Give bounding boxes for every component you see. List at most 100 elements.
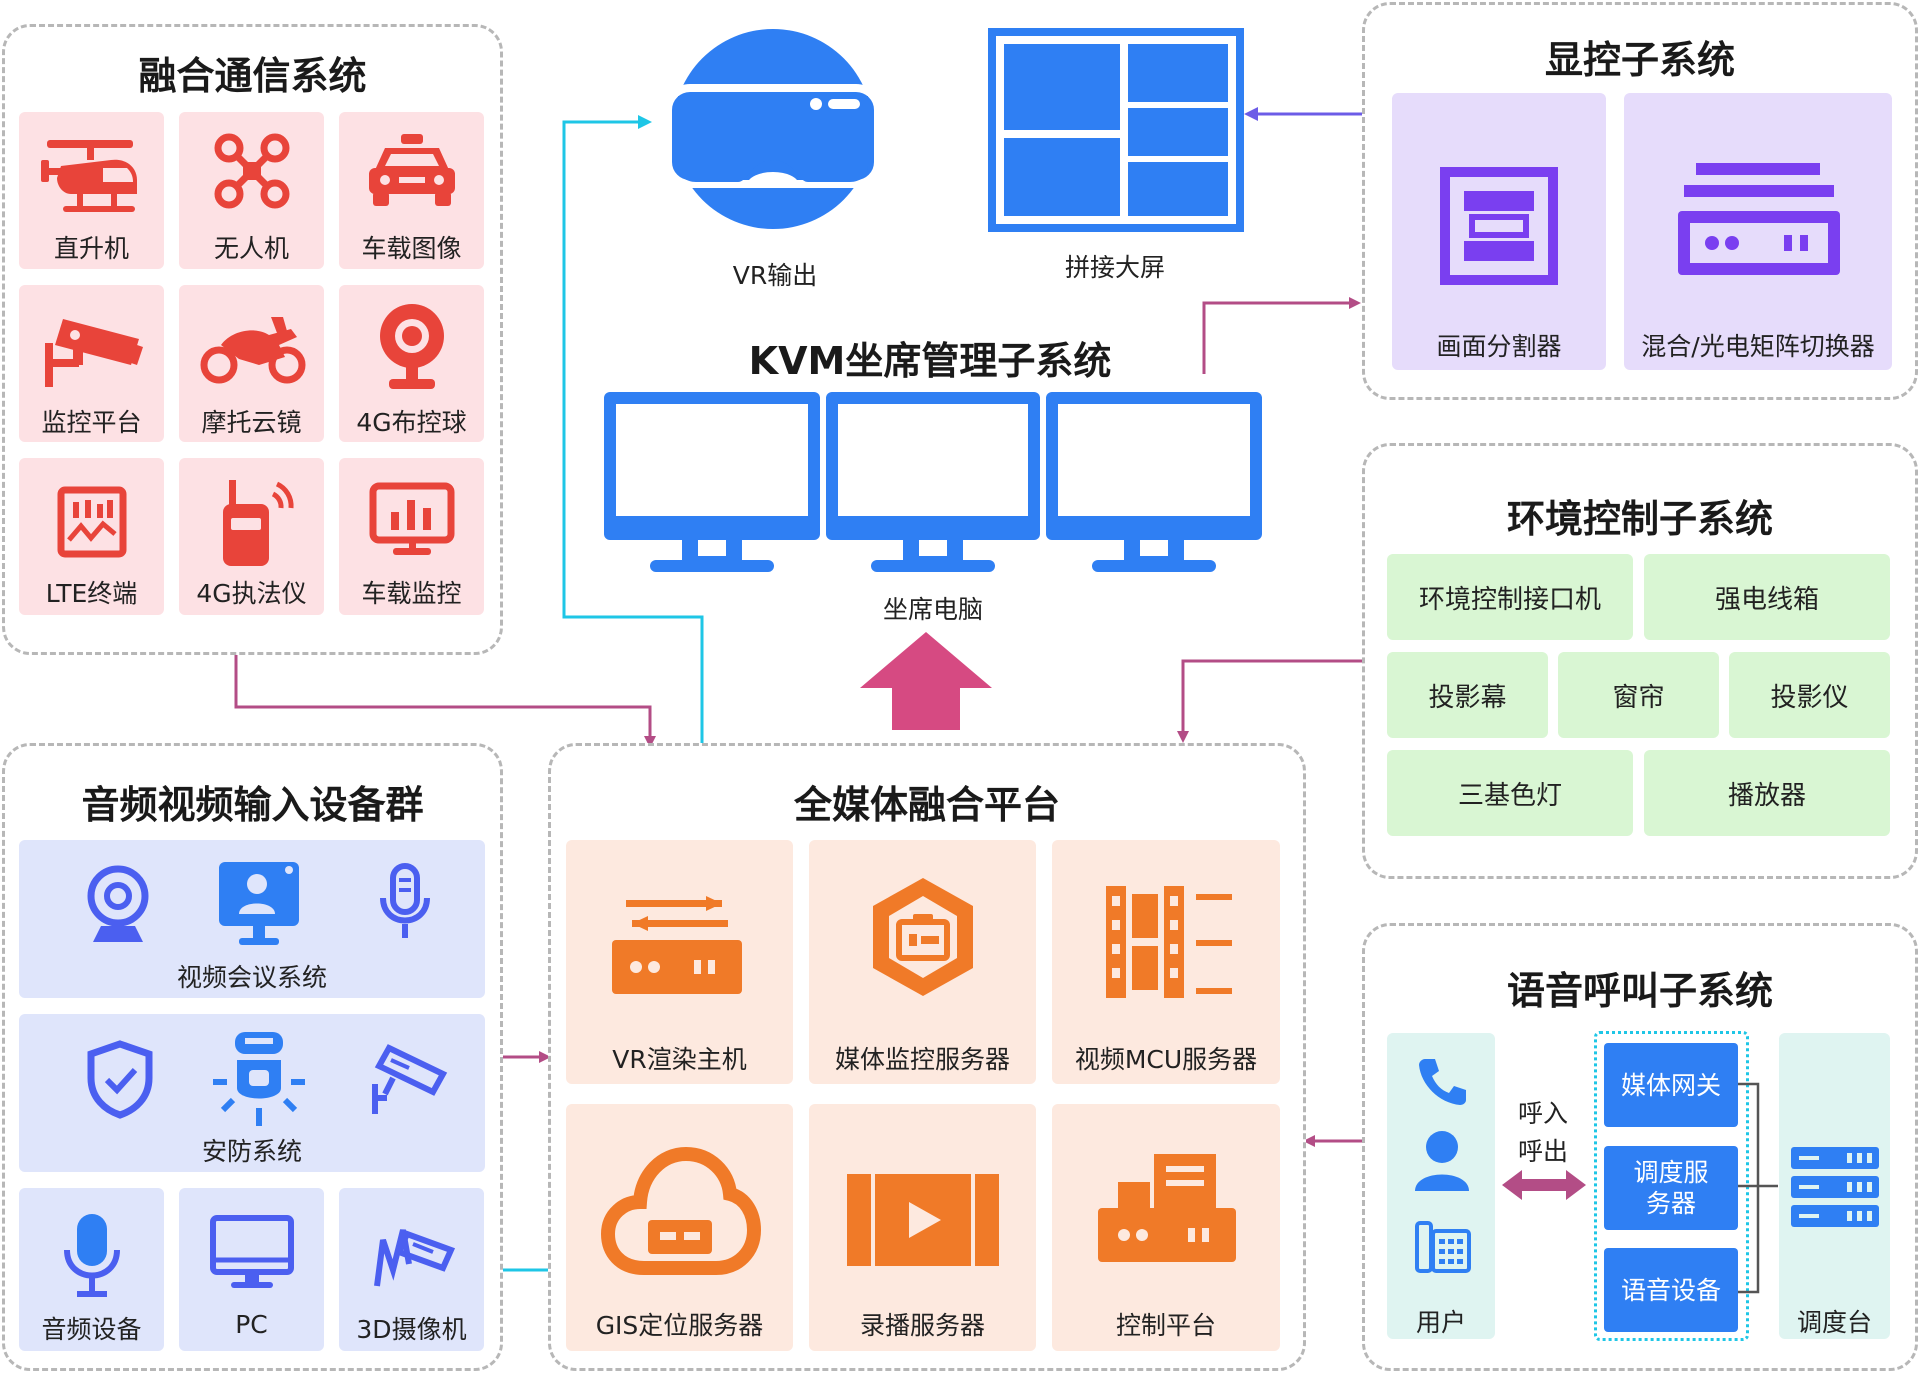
tile-audio-device[interactable]: 音频设备 xyxy=(19,1188,164,1351)
tile-label: 音频设备 xyxy=(41,1315,142,1344)
tile-monitor-platform[interactable]: 监控平台 xyxy=(19,285,164,442)
tile-security-system[interactable]: 安防系统 xyxy=(19,1014,485,1172)
tile-label: LTE终端 xyxy=(45,579,138,608)
server-rack-icon xyxy=(1791,1147,1879,1227)
monitor-icon-2 xyxy=(826,392,1040,572)
call-out-label: 呼出 xyxy=(1517,1137,1568,1166)
tile-4g-dome[interactable]: 4G布控球 xyxy=(339,285,484,442)
video-call-screen-icon xyxy=(219,862,299,945)
tile-label: 直升机 xyxy=(53,234,129,263)
drone-icon xyxy=(214,133,290,209)
monitor-icon-3 xyxy=(1046,392,1262,572)
tile-vehicle-monitor[interactable]: 车载监控 xyxy=(339,458,484,615)
tile-video-conference[interactable]: 视频会议系统 xyxy=(19,840,485,998)
motorcycle-icon xyxy=(200,317,306,384)
media-gateway-box[interactable]: 媒体网关 xyxy=(1604,1043,1738,1127)
3d-camera-icon xyxy=(374,1229,456,1287)
tile-vr-render-host[interactable]: VR渲染主机 xyxy=(566,840,793,1084)
tile-user[interactable]: 用户 xyxy=(1387,1033,1495,1339)
webcam-icon xyxy=(87,865,149,942)
tile-projector[interactable]: 投影仪 xyxy=(1729,652,1890,738)
cctv-camera-icon xyxy=(45,319,143,387)
kvm-title: KVM坐席管理子系统 xyxy=(748,339,1112,383)
tile-label: 媒体监控服务器 xyxy=(834,1045,1010,1074)
panel-title: 音频视频输入设备群 xyxy=(81,783,424,827)
tile-label: 控制平台 xyxy=(1115,1311,1216,1340)
tile-label: 画面分割器 xyxy=(1436,332,1562,361)
tile-label: 无人机 xyxy=(213,234,289,263)
tile-label: 用户 xyxy=(1415,1308,1466,1337)
phone-icon xyxy=(1419,1059,1466,1105)
tile-helicopter[interactable]: 直升机 xyxy=(19,112,164,269)
tile-screen-splitter[interactable]: 画面分割器 xyxy=(1392,93,1606,370)
tile-motorcycle[interactable]: 摩托云镜 xyxy=(179,285,324,442)
tile-label: 车载图像 xyxy=(361,234,462,263)
tile-label: 录播服务器 xyxy=(859,1311,985,1340)
tile-label: PC xyxy=(235,1310,268,1339)
arrow-vrrender-to-vroutput xyxy=(562,115,704,875)
tile-vehicle-image[interactable]: 车载图像 xyxy=(339,112,484,269)
tile-power-box[interactable]: 强电线箱 xyxy=(1644,554,1890,640)
tile-label: VR渲染主机 xyxy=(612,1045,747,1074)
tile-label: 摩托云镜 xyxy=(201,408,302,437)
panel-title: 环境控制子系统 xyxy=(1506,497,1773,541)
video-player-icon xyxy=(847,1174,999,1266)
arrow-platform-to-seatpc xyxy=(860,632,992,730)
tile-gis-server[interactable]: GIS定位服务器 xyxy=(566,1104,793,1351)
tile-lte-terminal[interactable]: LTE终端 xyxy=(19,458,164,615)
bidirectional-arrow-icon xyxy=(1502,1170,1586,1200)
splice-screen-label: 拼接大屏 xyxy=(1064,253,1165,282)
panel-title: 融合通信系统 xyxy=(138,54,367,98)
cloud-server-icon xyxy=(600,1146,762,1275)
tile-media-monitor-server[interactable]: 媒体监控服务器 xyxy=(809,840,1036,1084)
tile-3d-camera[interactable]: 3D摄像机 xyxy=(339,1188,484,1351)
shield-check-icon xyxy=(87,1040,153,1119)
police-car-icon xyxy=(369,134,455,206)
tile-drone[interactable]: 无人机 xyxy=(179,112,324,269)
tile-curtain[interactable]: 窗帘 xyxy=(1558,652,1719,738)
matrix-switcher-icon xyxy=(1678,163,1840,275)
bracket-connector xyxy=(1738,1082,1778,1294)
tile-label: 调度台 xyxy=(1796,1308,1872,1337)
arrow-kvm-to-display xyxy=(1202,297,1361,374)
user-icon xyxy=(1415,1131,1469,1191)
walkie-talkie-icon xyxy=(223,480,294,566)
lte-chart-icon xyxy=(57,486,127,558)
microphone-filled-icon xyxy=(64,1214,120,1297)
tile-control-platform[interactable]: 控制平台 xyxy=(1052,1104,1280,1351)
microphone-icon xyxy=(380,863,430,938)
vr-headset-icon xyxy=(664,29,882,229)
tile-player[interactable]: 播放器 xyxy=(1644,750,1890,836)
tile-label: GIS定位服务器 xyxy=(595,1311,764,1340)
call-in-label: 呼入 xyxy=(1517,1099,1568,1128)
monitor-chart-icon xyxy=(369,482,455,555)
tile-env-interface[interactable]: 环境控制接口机 xyxy=(1387,554,1633,640)
tile-label: 3D摄像机 xyxy=(356,1315,467,1344)
tile-label: 安防系统 xyxy=(201,1137,302,1166)
splitter-icon xyxy=(1440,167,1558,285)
panel-title: 全媒体融合平台 xyxy=(793,783,1060,827)
hexagon-server-icon xyxy=(873,878,973,996)
tile-4g-recorder[interactable]: 4G执法仪 xyxy=(179,458,324,615)
control-device-icon xyxy=(1098,1154,1236,1262)
tile-projection-screen[interactable]: 投影幕 xyxy=(1387,652,1548,738)
dispatch-server-box[interactable]: 调度服务器 xyxy=(1604,1146,1738,1230)
vr-output-label: VR输出 xyxy=(732,261,818,290)
tile-pc[interactable]: PC xyxy=(179,1188,324,1351)
helicopter-icon xyxy=(41,140,137,212)
voice-device-box[interactable]: 语音设备 xyxy=(1604,1248,1738,1332)
tile-matrix-switcher[interactable]: 混合/光电矩阵切换器 xyxy=(1624,93,1892,370)
tile-label: 混合/光电矩阵切换器 xyxy=(1641,332,1875,361)
tile-tricolor-lamp[interactable]: 三基色灯 xyxy=(1387,750,1633,836)
arrow-env-to-platform xyxy=(1177,659,1362,743)
tile-recording-server[interactable]: 录播服务器 xyxy=(809,1104,1036,1351)
security-camera-icon xyxy=(372,1044,448,1114)
arrow-fusion-to-platform xyxy=(234,655,656,748)
tile-dispatch-desk[interactable]: 调度台 xyxy=(1779,1033,1890,1339)
vr-host-icon xyxy=(612,896,742,994)
video-wall-icon xyxy=(988,28,1244,232)
tile-video-mcu-server[interactable]: 视频MCU服务器 xyxy=(1052,840,1280,1084)
seat-pc-label: 坐席电脑 xyxy=(882,595,983,624)
tile-label: 4G执法仪 xyxy=(196,579,307,608)
